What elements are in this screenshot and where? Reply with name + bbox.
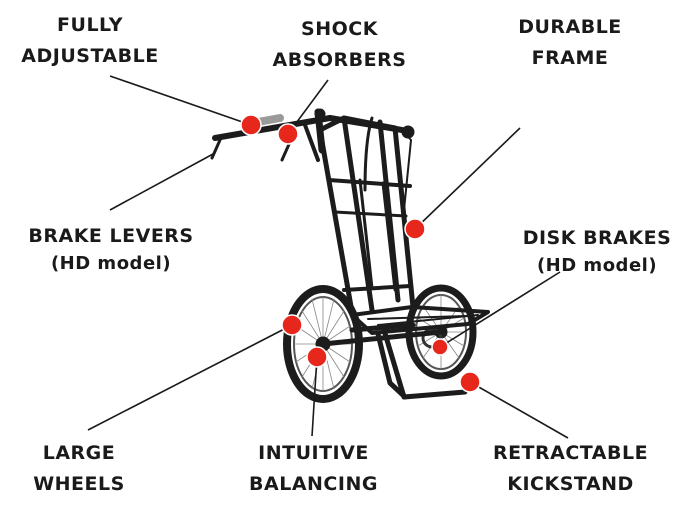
callout-intuitive-balancing: INTUITIVE BALANCING	[236, 438, 391, 500]
callout-shock-absorbers-line1: SHOCK	[301, 18, 378, 40]
callout-disk-brakes: DISK BRAKES (HD model)	[507, 223, 687, 278]
marker-intuitive-balancing	[306, 346, 328, 368]
leader-line-fully-adjustable	[109, 75, 252, 126]
callout-disk-brakes-line1: DISK BRAKES	[522, 227, 672, 249]
callout-intuitive-balancing-line1: INTUITIVE	[258, 442, 369, 464]
callout-retractable-kickstand-line1: RETRACTABLE	[492, 442, 649, 464]
leader-line-durable-frame	[414, 127, 521, 230]
callout-shock-absorbers: SHOCK ABSORBERS	[262, 14, 417, 76]
marker-shock-absorbers	[277, 123, 299, 145]
callout-retractable-kickstand-line2: KICKSTAND	[507, 473, 634, 495]
marker-large-wheels	[281, 314, 303, 336]
marker-fully-adjustable	[240, 114, 262, 136]
callout-large-wheels: LARGE WHEELS	[14, 438, 144, 500]
leader-line-intuitive-balancing	[311, 356, 318, 437]
callout-brake-levers: BRAKE LEVERS (HD model)	[16, 221, 206, 276]
callout-large-wheels-line2: WHEELS	[33, 473, 125, 495]
callout-fully-adjustable-line2: ADJUSTABLE	[21, 45, 159, 67]
leader-line-brake-levers	[109, 153, 214, 211]
callout-shock-absorbers-line2: ABSORBERS	[272, 49, 407, 71]
marker-retractable-kickstand	[459, 371, 481, 393]
lower-frame	[320, 322, 444, 347]
handlebar	[210, 108, 415, 271]
callout-durable-frame-line2: FRAME	[531, 47, 609, 69]
marker-disk-brakes	[431, 338, 449, 356]
callout-large-wheels-line1: LARGE	[42, 442, 116, 464]
callout-fully-adjustable-line1: FULLY	[57, 14, 123, 36]
leader-line-retractable-kickstand	[469, 381, 569, 439]
callout-durable-frame-line1: DURABLE	[518, 16, 622, 38]
callout-fully-adjustable: FULLY ADJUSTABLE	[10, 10, 170, 72]
callout-durable-frame: DURABLE FRAME	[495, 12, 645, 74]
leader-line-large-wheels	[87, 324, 293, 431]
callout-disk-brakes-line2: (HD model)	[536, 255, 658, 276]
platform	[350, 305, 490, 335]
leader-line-disk-brakes	[439, 271, 561, 348]
upright-frame	[317, 115, 416, 315]
leader-lines	[87, 75, 569, 439]
marker-durable-frame	[404, 218, 426, 240]
callout-brake-levers-line2: (HD model)	[50, 253, 172, 274]
callout-brake-levers-line1: BRAKE LEVERS	[28, 225, 194, 247]
callout-retractable-kickstand: RETRACTABLE KICKSTAND	[478, 438, 663, 500]
leader-line-shock-absorbers	[287, 79, 329, 135]
callout-intuitive-balancing-line2: BALANCING	[249, 473, 378, 495]
callout-markers	[240, 114, 481, 393]
cart-drawing	[210, 108, 490, 403]
